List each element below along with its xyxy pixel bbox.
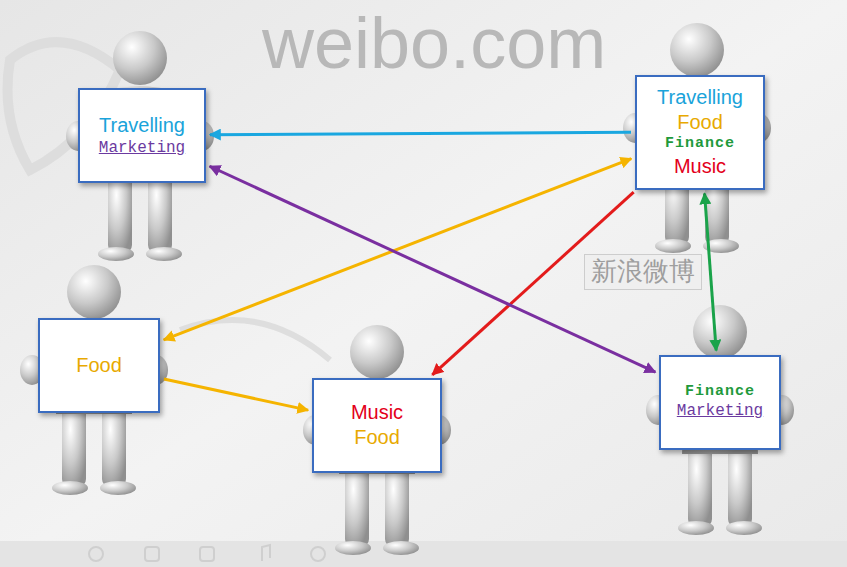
person-figure [20,265,168,495]
sign-board: MusicFood [312,378,442,473]
sign-text: Finance [685,383,755,402]
person-figure [623,23,771,253]
watermark-text: 新浪微博 [584,254,702,290]
person-figure [66,31,214,261]
watermark-toolbar [0,541,847,567]
sign-board: Food [38,318,160,413]
sign-board: TravellingMarketing [78,88,206,183]
watermark-icons [89,545,325,561]
sign-text: Food [677,110,723,135]
arrow-connector [164,159,632,340]
sign-text: Travelling [99,113,185,138]
sign-text: Travelling [657,85,743,110]
person-figure [646,305,794,535]
sign-text: Food [76,353,122,378]
sign-text: Finance [665,135,735,154]
sign-board: TravellingFoodFinanceMusic [635,75,765,190]
sign-text: Marketing [99,138,185,158]
arrow-connector [705,193,717,350]
sign-text: Food [354,425,400,450]
arrow-connector [164,379,308,410]
arrow-connector [210,132,631,134]
sign-text: Marketing [677,401,763,421]
person-figure [303,325,451,555]
sign-board: FinanceMarketing [659,355,781,450]
sign-text: Music [351,400,403,425]
watermark-text: weibo.com [262,2,606,85]
sign-text: Music [674,154,726,179]
